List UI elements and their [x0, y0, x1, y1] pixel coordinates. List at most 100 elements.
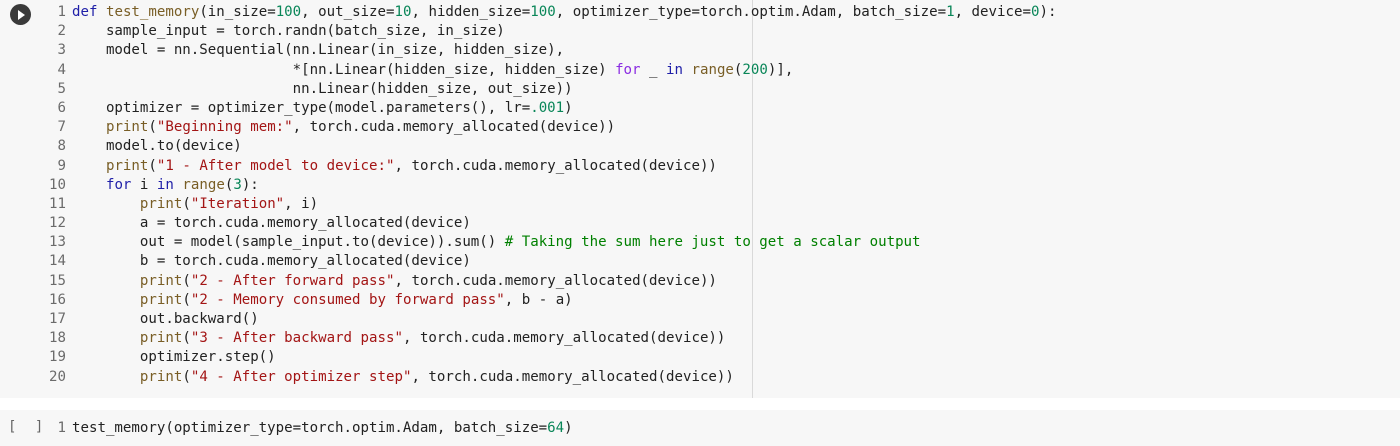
code-text[interactable]: print("3 - After backward pass", torch.c… [72, 329, 726, 348]
code-text[interactable]: def test_memory(in_size=100, out_size=10… [72, 3, 1056, 22]
code-token: , torch.cuda.memory_allocated(device)) [394, 272, 717, 289]
code-token [72, 158, 106, 174]
code-token: test_memory [105, 4, 200, 20]
code-token: "2 - After forward pass" [190, 272, 395, 289]
line-number: 7 [57, 119, 67, 136]
code-line[interactable]: 8 model.to(device) [0, 137, 1400, 156]
line-number: 10 [49, 176, 66, 193]
code-text[interactable]: optimizer = optimizer_type(model.paramet… [72, 99, 573, 118]
code-token: # Taking the sum here just to get a scal… [504, 234, 921, 251]
code-line[interactable]: 11 print("Iteration", i) [0, 195, 1400, 214]
code-line[interactable]: 3 model = nn.Sequential(nn.Linear(in_siz… [0, 41, 1400, 60]
code-line[interactable]: 4 *[nn.Linear(hidden_size, hidden_size) … [0, 61, 1400, 80]
code-token: ( [733, 61, 743, 78]
code-line[interactable]: 13 out = model(sample_input.to(device)).… [0, 233, 1400, 252]
code-token: b = torch.cuda.memory_allocated(device) [72, 253, 471, 270]
code-token: "Beginning mem:" [156, 119, 293, 136]
code-token: optimizer.step() [72, 349, 276, 366]
code-line[interactable]: 15 print("2 - After forward pass", torch… [0, 272, 1400, 291]
code-line[interactable]: 7 print("Beginning mem:", torch.cuda.mem… [0, 118, 1400, 137]
code-token: ( [148, 157, 157, 174]
code-line[interactable]: 17 out.backward() [0, 310, 1400, 329]
code-line[interactable]: 12 a = torch.cuda.memory_allocated(devic… [0, 214, 1400, 233]
code-token: , out_size= [301, 4, 395, 20]
code-text[interactable]: model = nn.Sequential(nn.Linear(in_size,… [72, 41, 564, 60]
code-token: model.to(device) [72, 138, 242, 155]
line-number: 12 [49, 215, 66, 232]
code-text[interactable]: optimizer.step() [72, 348, 276, 367]
line-length-ruler [752, 0, 753, 398]
code-line[interactable]: 2 sample_input = torch.randn(batch_size,… [0, 22, 1400, 41]
code-token [72, 292, 140, 308]
code-text[interactable]: print("4 - After optimizer step", torch.… [72, 368, 734, 387]
code-text[interactable]: *[nn.Linear(hidden_size, hidden_size) fo… [72, 61, 794, 80]
code-token: "2 - Memory consumed by forward pass" [190, 291, 505, 308]
code-text[interactable]: print("Beginning mem:", torch.cuda.memor… [72, 118, 615, 137]
code-token: print [139, 330, 183, 347]
code-text[interactable]: b = torch.cuda.memory_allocated(device) [72, 252, 471, 271]
line-number: 15 [49, 272, 66, 289]
code-text[interactable]: out = model(sample_input.to(device)).sum… [72, 233, 921, 252]
code-text[interactable]: print("2 - Memory consumed by forward pa… [72, 291, 573, 310]
code-token: ) [564, 99, 573, 116]
line-number: 1 [57, 4, 67, 20]
code-token: "Iteration" [190, 195, 285, 212]
code-line[interactable]: 19 optimizer.step() [0, 348, 1400, 367]
code-line[interactable]: 9 print("1 - After model to device:", to… [0, 157, 1400, 176]
code-token: 10 [394, 4, 412, 20]
code-token: print [105, 157, 149, 174]
code-token [72, 196, 140, 212]
code-line[interactable]: 6 optimizer = optimizer_type(model.param… [0, 99, 1400, 118]
code-token: ( [182, 272, 191, 289]
code-token: _ [640, 61, 666, 78]
line-number: 6 [57, 99, 67, 116]
code-token: , i) [284, 195, 319, 212]
line-number: 18 [49, 330, 66, 347]
code-text[interactable]: print("Iteration", i) [72, 195, 318, 214]
code-token: for [105, 176, 132, 193]
line-number: 14 [49, 253, 66, 270]
code-token: out = model(sample_input.to(device)).sum… [72, 234, 505, 251]
code-token: 100 [530, 4, 556, 20]
code-token [72, 273, 140, 289]
code-token: a = torch.cuda.memory_allocated(device) [72, 215, 471, 232]
code-token: model = nn.Sequential(nn.Linear(in_size,… [72, 42, 565, 59]
code-text[interactable]: a = torch.cuda.memory_allocated(device) [72, 214, 471, 233]
code-token: print [139, 195, 183, 212]
line-number: 8 [57, 138, 67, 155]
code-line[interactable]: 14 b = torch.cuda.memory_allocated(devic… [0, 252, 1400, 271]
code-line[interactable]: 5 nn.Linear(hidden_size, out_size)) [0, 80, 1400, 99]
code-token: out.backward() [72, 311, 259, 327]
code-text[interactable]: model.to(device) [72, 137, 242, 156]
code-token: 3 [233, 176, 242, 193]
code-token [72, 177, 106, 193]
code-line[interactable]: 20 print("4 - After optimizer step", tor… [0, 368, 1400, 387]
execution-count[interactable]: [ ] [8, 419, 49, 435]
code-text[interactable]: nn.Linear(hidden_size, out_size)) [72, 80, 573, 99]
code-text[interactable]: out.backward() [72, 310, 259, 329]
line-number: 5 [57, 80, 67, 97]
code-line[interactable]: 10 for i in range(3): [0, 176, 1400, 195]
code-token: ( [182, 368, 191, 385]
code-token: optimizer = optimizer_type(model.paramet… [72, 99, 531, 116]
code-token: , torch.cuda.memory_allocated(device)) [411, 368, 734, 385]
code-text[interactable]: for i in range(3): [72, 176, 259, 195]
code-text[interactable]: sample_input = torch.randn(batch_size, i… [72, 22, 505, 41]
line-number: 13 [49, 234, 66, 251]
code-text[interactable]: print("2 - After forward pass", torch.cu… [72, 272, 717, 291]
code-line[interactable]: 18 print("3 - After backward pass", torc… [0, 329, 1400, 348]
line-number: 19 [49, 349, 66, 366]
code-token: 1 [946, 4, 955, 20]
code-text[interactable]: test_memory(optimizer_type=torch.optim.A… [72, 419, 573, 438]
code-token: "4 - After optimizer step" [190, 368, 412, 385]
run-cell-button[interactable] [10, 4, 31, 25]
code-line[interactable]: 16 print("2 - Memory consumed by forward… [0, 291, 1400, 310]
code-text[interactable]: print("1 - After model to device:", torc… [72, 157, 717, 176]
code-token: print [105, 119, 149, 136]
